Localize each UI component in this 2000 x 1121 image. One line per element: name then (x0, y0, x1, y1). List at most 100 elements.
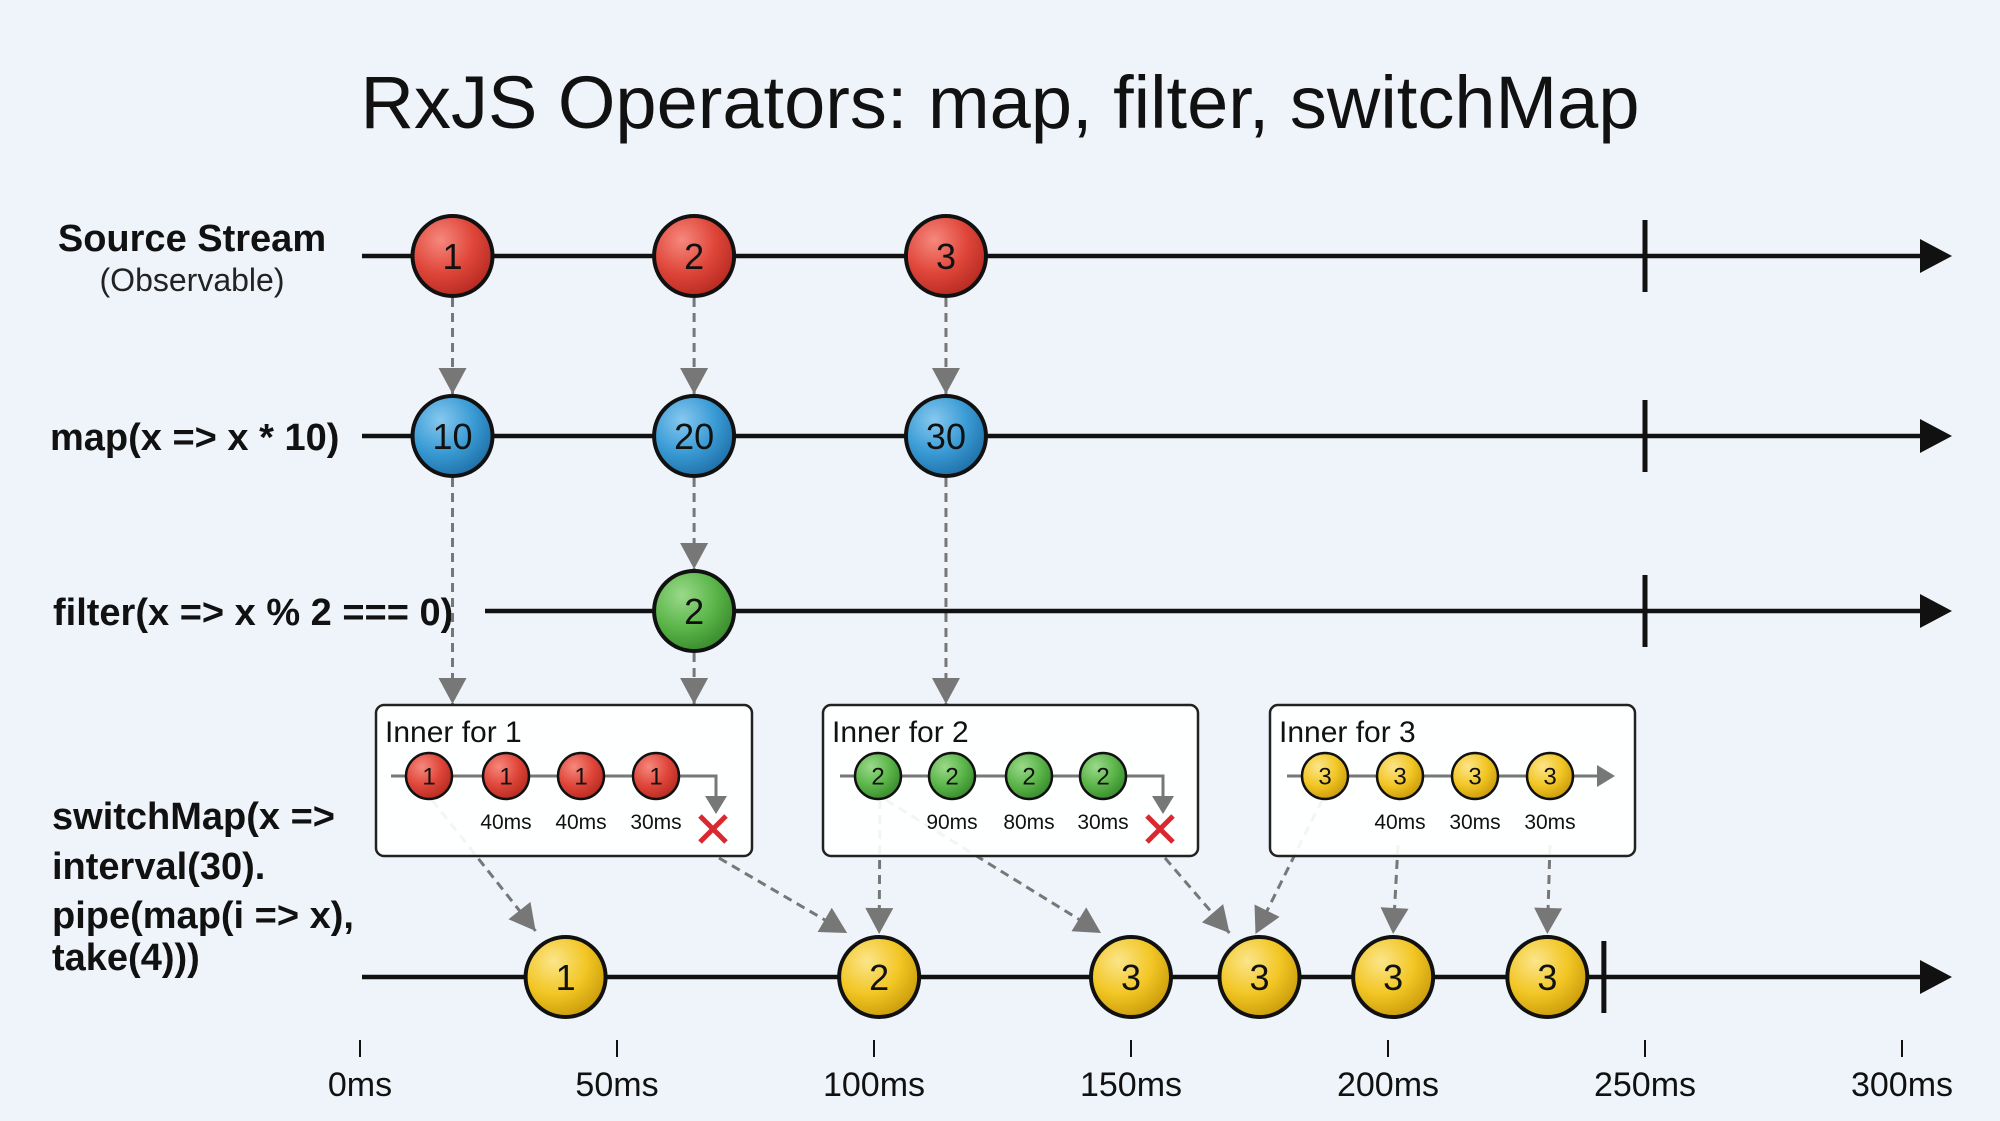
inner-marble-2-1-label: 2 (945, 764, 958, 791)
marble-source-0-circle (410, 214, 495, 298)
marble-filter-0-label: 2 (684, 591, 704, 632)
inner-marble-3-2-label: 3 (1468, 764, 1481, 791)
connector-inner2-cancel-output-3-arrowhead (1201, 904, 1230, 933)
connector-map-inner-1-arrowhead (438, 678, 467, 704)
row-label-switchmap-line-2: interval(30). (52, 846, 265, 888)
marble-switchmap-2-circle (1089, 935, 1173, 1019)
connector-filter-inner-2-arrowhead (680, 678, 709, 704)
marble-source-1-circle (652, 214, 737, 298)
marble-map-0-circle (410, 394, 495, 478)
inner-delay-label: 30ms (1449, 811, 1500, 834)
connector-source-map-0-arrowhead (438, 368, 467, 394)
marble-map-2-circle (903, 394, 988, 478)
connector-inner2-output-1-arrowhead (865, 907, 894, 934)
inner-marble-3-3-label: 3 (1543, 764, 1556, 791)
axis-tick-label-0: 0ms (328, 1066, 392, 1104)
inner-box-title: Inner for 2 (832, 716, 969, 749)
inner-marble-2-2-circle (1004, 751, 1054, 801)
marble-map-0: 10 (410, 394, 495, 478)
inner-box-title: Inner for 1 (385, 716, 522, 749)
row-label-switchmap-line-1: switchMap(x => (52, 796, 335, 838)
inner-marble-1-2: 1 (556, 751, 606, 801)
cancel-x-icon (1145, 814, 1175, 844)
connector-inner1-cancel-output-1-arrowhead (817, 907, 848, 933)
marble-map-1: 20 (652, 394, 737, 478)
inner-marble-1-1-label: 1 (499, 764, 512, 791)
inner-marble-3-3: 3 (1525, 751, 1575, 801)
inner-delay-label: 90ms (926, 811, 977, 834)
row-label-filter: filter(x => x % 2 === 0) (53, 592, 453, 634)
page-title: RxJS Operators: map, filter, switchMap (361, 61, 1640, 144)
axis-tick-label-300: 300ms (1851, 1066, 1953, 1104)
marble-switchmap-0-label: 1 (556, 957, 576, 998)
marble-switchmap-4: 3 (1351, 935, 1436, 1019)
inner-marble-3-3-circle (1525, 751, 1575, 801)
marble-switchmap-1-circle (837, 935, 922, 1019)
connector-map-inner-3-arrowhead (931, 678, 960, 704)
inner-marble-3-1-label: 3 (1393, 764, 1406, 791)
connector-inner2-output-2 (885, 798, 1102, 935)
marble-source-0: 1 (410, 214, 495, 298)
row-label-source: Source Stream (58, 218, 326, 260)
inner-marble-2-1: 2 (927, 751, 977, 801)
timeline-arrowhead-switchmap (1920, 960, 1952, 994)
inner-box-title: Inner for 3 (1279, 716, 1416, 749)
inner-delay-label: 30ms (1077, 811, 1128, 834)
axis-tick-label-250: 250ms (1594, 1066, 1696, 1104)
inner-marble-3-0-circle (1300, 751, 1350, 801)
marble-source-2: 3 (903, 214, 988, 298)
inner-delay-label: 80ms (1003, 811, 1054, 834)
inner-marble-1-3: 1 (631, 751, 681, 801)
inner-marble-1-2-label: 1 (574, 764, 587, 791)
inner-timeline-arrowhead (1152, 796, 1174, 814)
marble-switchmap-0: 1 (523, 935, 608, 1019)
axis-tick-label-150: 150ms (1080, 1066, 1182, 1104)
inner-timeline-arrowhead (1597, 765, 1615, 787)
connector-inner1-output-0-arrowhead (508, 901, 536, 931)
inner-marble-1-3-label: 1 (649, 764, 662, 791)
marble-map-1-circle (652, 394, 737, 478)
marble-switchmap-5-label: 3 (1537, 957, 1557, 998)
timelines (362, 220, 1952, 1013)
inner-marble-2-0-circle (853, 751, 903, 801)
marble-switchmap-2-label: 3 (1121, 957, 1141, 998)
inner-marble-3-2: 3 (1450, 751, 1500, 801)
inner-delay-label: 40ms (555, 811, 606, 834)
connector-source-map-1-arrowhead (680, 368, 709, 394)
marble-filter-0-circle (652, 569, 737, 653)
marble-source-0-label: 1 (443, 236, 463, 277)
marble-source-1: 2 (652, 214, 737, 298)
inner-marble-1-3-circle (631, 751, 681, 801)
inner-marble-1-1-circle (481, 751, 531, 801)
row-label-map: map(x => x * 10) (50, 417, 339, 459)
marble-switchmap-1-label: 2 (869, 957, 889, 998)
marble-source-2-circle (903, 214, 988, 298)
marble-switchmap-3: 3 (1217, 935, 1302, 1019)
row-label-switchmap-line-4: take(4))) (52, 937, 200, 979)
axis-tick-label-100: 100ms (823, 1066, 925, 1104)
marble-map-2-label: 30 (926, 416, 966, 457)
inner-marble-3-1-circle (1375, 751, 1425, 801)
inner-timeline-arrowhead (705, 796, 727, 814)
timeline-arrowhead-filter (1920, 594, 1952, 628)
timeline-arrowhead-source (1920, 239, 1952, 273)
connectors (430, 298, 1563, 935)
inner-marble-2-2-label: 2 (1022, 764, 1035, 791)
row-sublabel-source: (Observable) (100, 262, 285, 298)
inner-marble-1-2-circle (556, 751, 606, 801)
inner-marble-2-1-circle (927, 751, 977, 801)
marble-map-2: 30 (903, 394, 988, 478)
inner-marble-2-0: 2 (853, 751, 903, 801)
inner-marble-3-0: 3 (1300, 751, 1350, 801)
connector-inner1-output-0 (430, 799, 537, 932)
marble-switchmap-3-circle (1217, 935, 1302, 1019)
connector-inner3-output-4-arrowhead (1380, 907, 1409, 934)
cancel-x-stroke (1145, 814, 1175, 844)
